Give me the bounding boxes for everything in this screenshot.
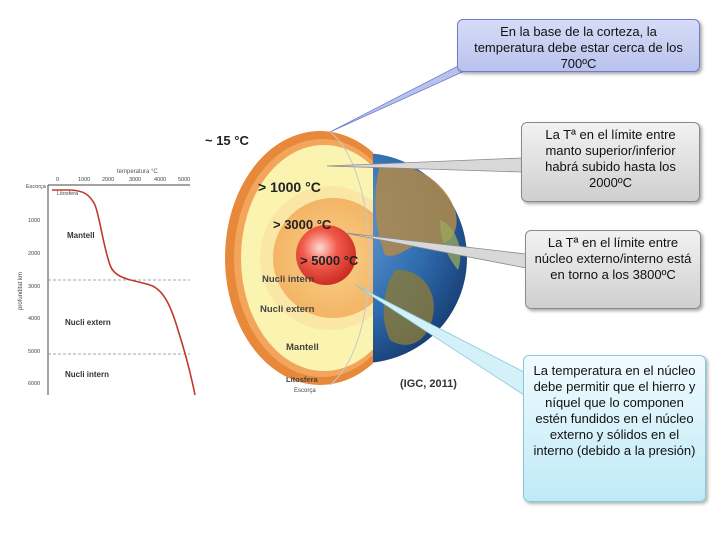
depth-tick: 6000 [28,381,40,387]
depth-tick: 5000 [28,349,40,355]
label-litosfera: Litosfera [286,375,319,384]
callout-crust-base: En la base de la corteza, la temperatura… [457,19,700,72]
top-tick: 1000 [78,177,90,183]
credit-label: (IGC, 2011) [400,378,457,390]
graph-axis-title: temperatura °C [117,169,158,175]
earth-cutaway [225,131,373,385]
graph-depth-ticks: Escorça 1000 2000 3000 4000 5000 6000 [26,184,47,387]
depth-tick: Escorça [26,184,47,190]
graph-layer-mantell: Mantell [67,231,95,240]
top-tick: 0 [56,177,59,183]
label-mantell: Mantell [286,342,319,353]
globe-clouds [367,142,447,178]
top-tick: 2000 [102,177,114,183]
mantle-temperature: > 1000 °C [258,179,321,195]
inner-core-temperature: > 5000 °C [300,253,359,268]
label-escorca: Escorça [294,388,316,394]
depth-tick: 4000 [28,316,40,322]
depth-tick: 3000 [28,284,40,290]
top-tick: 4000 [154,177,166,183]
depth-tick: 1000 [28,218,40,224]
callout-core-state: La temperatura en el núcleo debe permiti… [523,355,706,502]
callout-outer-core-boundary: La Tª en el límite entre núcleo externo/… [525,230,701,309]
depth-tick: 2000 [28,251,40,257]
label-nucli-extern: Nucli extern [260,304,315,315]
cut-edge [329,131,370,386]
callout-mantle-boundary: La Tª en el límite entre manto superior/… [521,122,700,202]
outer-core-temperature: > 3000 °C [273,217,332,232]
callout-pointer-crust [329,63,481,133]
top-tick: 5000 [178,177,190,183]
graph-layer-nucli-extern: Nucli extern [65,318,111,327]
top-tick: 3000 [129,177,141,183]
label-nucli-intern: Nucli intern [262,274,314,285]
graph-top-ticks: 0 1000 2000 3000 4000 5000 [56,177,190,183]
graph-litosfera-label: Litosfera [57,191,79,197]
temperature-depth-graph: temperatura °C 0 1000 2000 3000 4000 500… [18,169,196,396]
surface-temperature: ~ 15 °C [205,133,249,148]
inner-core [296,225,356,285]
globe-continent [375,164,457,256]
temperature-curve [52,189,196,396]
graph-depth-label: profunditat km [18,272,24,310]
earth-labels: ~ 15 °C > 1000 °C > 3000 °C > 5000 °C Nu… [205,133,457,394]
graph-layer-nucli-intern: Nucli intern [65,370,109,379]
